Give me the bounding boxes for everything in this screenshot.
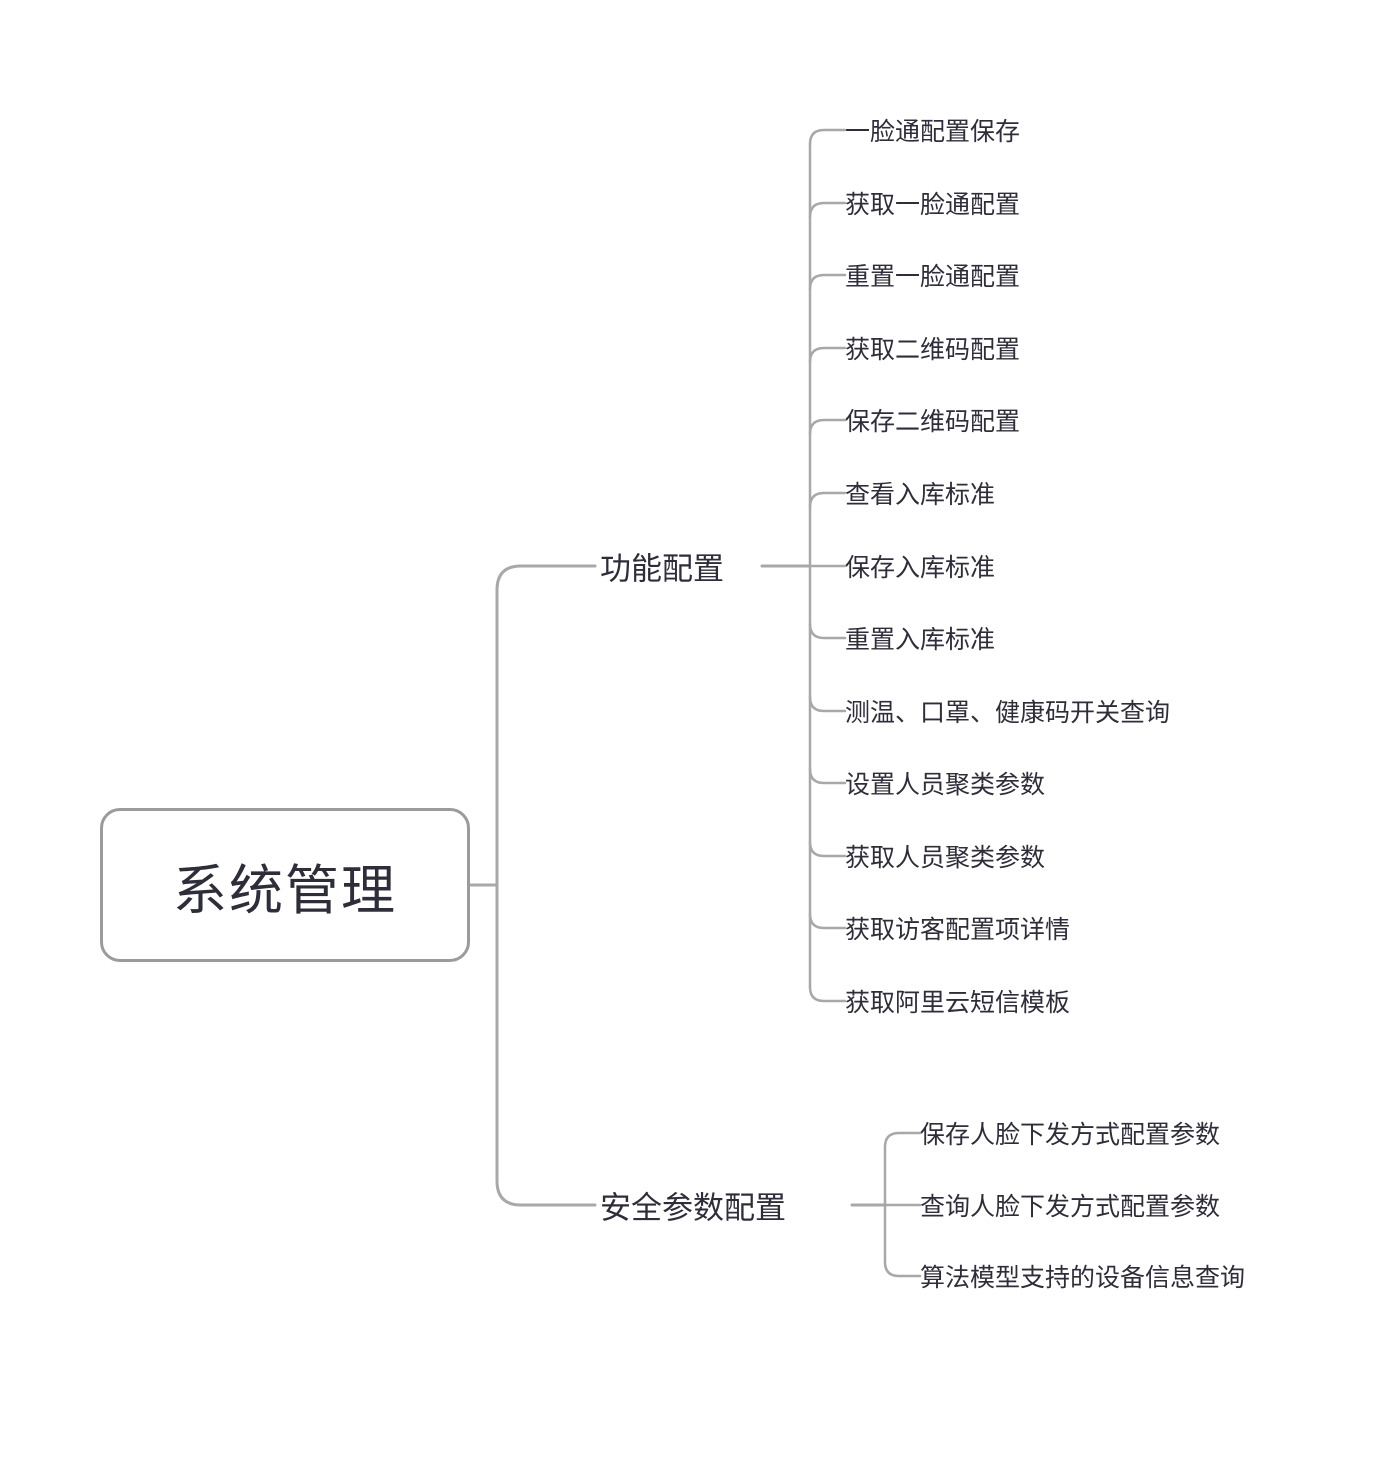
leaf-get-person-cluster-params: 获取人员聚类参数 [845,844,1046,872]
leaf-view-storage-standard: 查看入库标准 [845,481,996,509]
leaf-get-qrcode-config: 获取二维码配置 [845,336,1021,364]
leaf-set-person-cluster-params: 设置人员聚类参数 [845,771,1046,799]
root-node-label: 系统管理 [173,860,397,921]
leaf-face-pass-config-save: 一脸通配置保存 [845,118,1021,146]
leaf-reset-face-pass-config: 重置一脸通配置 [845,263,1021,291]
leaf-reset-storage-standard: 重置入库标准 [845,626,996,654]
leaf-algorithm-model-device-info-query: 算法模型支持的设备信息查询 [920,1264,1246,1292]
leaf-query-face-distribution-config: 查询人脸下发方式配置参数 [920,1193,1221,1221]
leaf-save-storage-standard: 保存入库标准 [845,554,996,582]
leaf-save-face-distribution-config: 保存人脸下发方式配置参数 [920,1121,1221,1149]
branch-security-param-config: 安全参数配置 [600,1190,786,1226]
leaf-temp-mask-healthcode-switch-query: 测温、口罩、健康码开关查询 [845,699,1171,727]
branch-function-config: 功能配置 [600,551,724,587]
leaf-get-aliyun-sms-template: 获取阿里云短信模板 [845,989,1071,1017]
leaf-save-qrcode-config: 保存二维码配置 [845,408,1021,436]
leaf-get-face-pass-config: 获取一脸通配置 [845,191,1021,219]
leaf-get-visitor-config-detail: 获取访客配置项详情 [845,916,1071,944]
root-node: 系统管理 [100,808,470,962]
